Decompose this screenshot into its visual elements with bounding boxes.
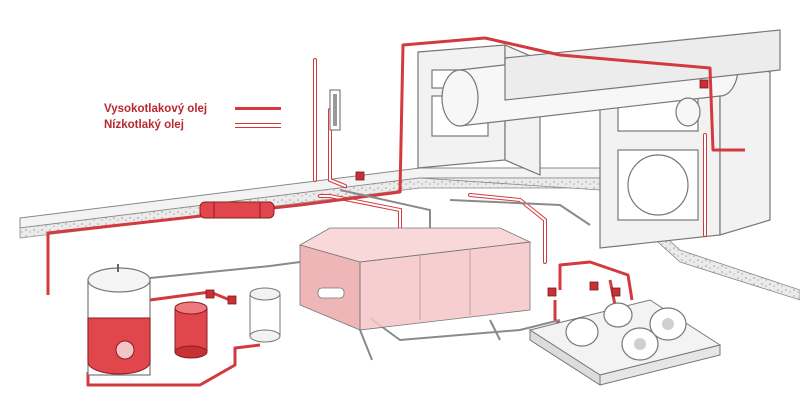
- legend-low-pressure-label: Nízkotlaký olej: [104, 119, 184, 131]
- low-pressure-pipes: [313, 58, 707, 264]
- red-vessel: [174, 301, 208, 359]
- legend-low-pressure: Nízkotlaký olej: [104, 119, 284, 135]
- pump-units: [528, 299, 722, 386]
- legend-high-pressure: Vysokotlakový olej: [104, 103, 284, 119]
- legend-low-pressure-line: [235, 123, 281, 128]
- valves: [205, 79, 709, 305]
- high-pressure-pipes: [46, 36, 745, 387]
- accumulator-tank: [87, 264, 151, 376]
- rolls: [441, 29, 781, 127]
- legend-high-pressure-label: Vysokotlakový olej: [104, 103, 208, 115]
- heat-exchanger: [199, 201, 275, 219]
- oil-tank: [298, 227, 532, 331]
- legend-high-pressure-line: [235, 107, 281, 110]
- grey-pipes: [149, 189, 591, 361]
- pipe-legend: Vysokotlakový olej Nízkotlaký olej: [104, 103, 284, 135]
- white-vessel: [249, 287, 281, 343]
- level-gauge: [329, 89, 341, 131]
